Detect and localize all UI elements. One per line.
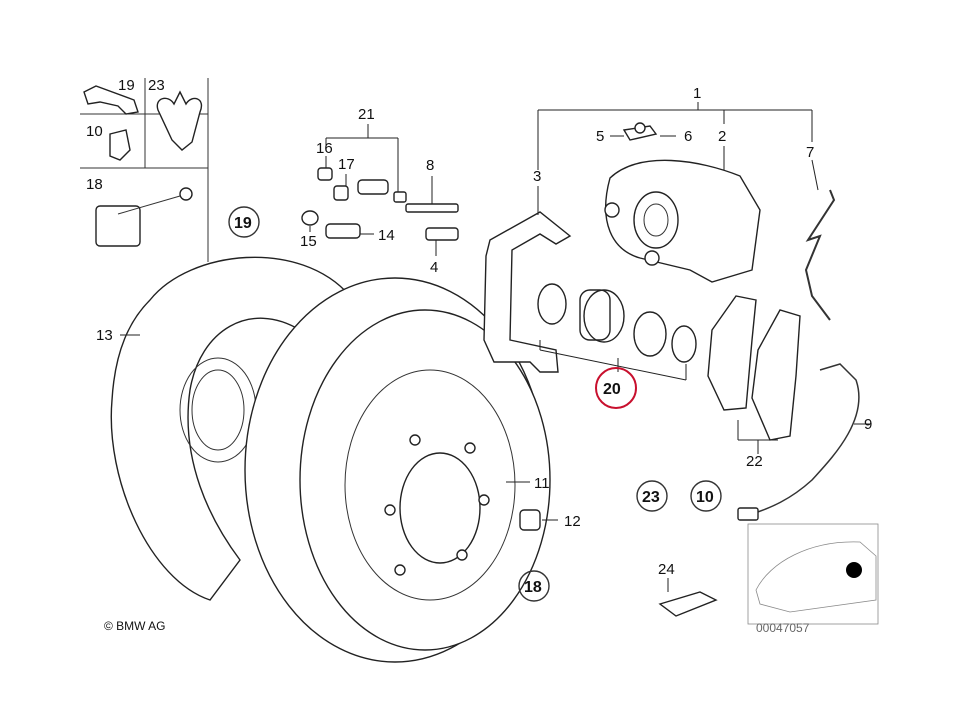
callout-24: 24 [658,561,675,578]
callout-3: 3 [533,168,541,185]
circled-ref-10[interactable]: 10 [696,489,714,506]
callout-14: 14 [378,227,395,244]
callout-18: 18 [86,176,103,193]
part-14-bolt[interactable] [325,223,361,239]
part-23-holder[interactable] [156,90,203,151]
circled-ref-20[interactable]: 20 [603,381,621,398]
callout-11: 11 [534,475,550,492]
callout-4: 4 [430,259,438,276]
part-5-6-bleeder[interactable] [622,122,658,141]
circled-ref-18[interactable]: 18 [524,579,542,596]
callout-1: 1 [693,85,701,102]
part-21-guide-bushing[interactable] [357,179,389,195]
part-16-cap[interactable] [317,167,333,181]
copyright-text: © BMW AG [104,619,166,633]
part-18-wear-sensor-body[interactable] [95,205,141,247]
part-10-clip[interactable] [109,129,131,161]
circled-ref-19[interactable]: 19 [234,215,252,232]
callout-numbers: 19 23 10 18 21 16 17 8 15 14 4 13 1 3 5 … [86,77,872,578]
part-11-brake-disc[interactable] [244,277,551,663]
part-2-caliper-housing[interactable] [604,159,761,283]
car-location-thumbnail [747,523,879,625]
callout-12: 12 [564,513,581,530]
part-13-backing-plate[interactable] [110,256,352,601]
callout-23: 23 [148,77,165,94]
circled-references: 19 20 23 10 18 [228,206,722,602]
callout-13: 13 [96,327,113,344]
circled-ref-23[interactable]: 23 [642,489,660,506]
piston-seal-kit[interactable] [537,283,697,363]
callout-22: 22 [746,453,763,470]
callout-5: 5 [596,128,604,145]
callout-19: 19 [118,77,135,94]
part-9-wear-sensor[interactable] [751,363,860,515]
part-22-brake-pads[interactable] [707,295,801,441]
part-19-spring-clip[interactable] [83,85,139,115]
part-12-bolt[interactable] [519,509,541,531]
callout-16: 16 [316,140,333,157]
callout-10: 10 [86,123,103,140]
part-17-sleeve[interactable] [333,185,349,201]
part-24-repair-paste[interactable] [658,591,718,617]
callout-21: 21 [358,106,375,123]
inset-parts-box [80,78,209,262]
callout-7: 7 [806,144,814,161]
callout-15: 15 [300,233,317,250]
callout-9: 9 [864,416,872,433]
callout-6: 6 [684,128,692,145]
callout-17: 17 [338,156,355,173]
part-3-caliper-carrier[interactable] [483,211,572,373]
circled-ref-20-highlight[interactable] [595,367,637,409]
part-8-guide-pin[interactable] [405,203,459,213]
part-7-spring[interactable] [804,189,836,321]
callout-2: 2 [718,128,726,145]
diagram-id: 00047057 [756,621,810,635]
callout-8: 8 [426,157,434,174]
small-hardware [301,167,459,241]
part-4-bolt[interactable] [425,227,459,241]
leader-lines [120,102,870,592]
part-15-washer[interactable] [301,210,319,226]
